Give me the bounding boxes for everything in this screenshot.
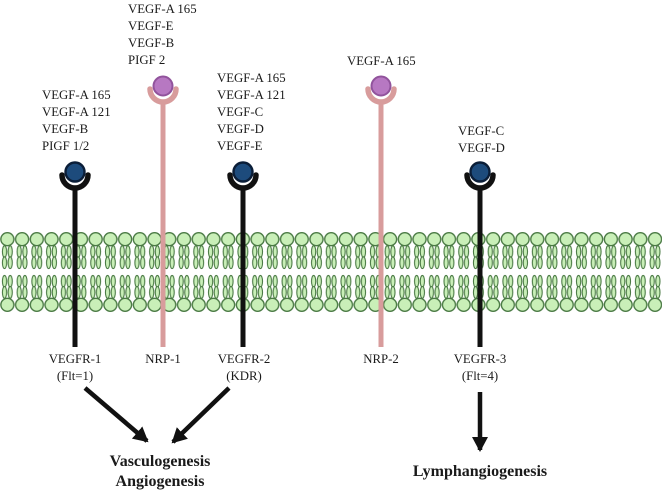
receptor-label-vegfr3: VEGFR-3 (Flt=4) (420, 351, 540, 385)
ligand-list-nrp1: VEGF-A 165 VEGF-E VEGF-B PIGF 2 (128, 1, 197, 69)
ligand-list-nrp2: VEGF-A 165 (347, 53, 416, 70)
ligand-item: PIGF 2 (128, 53, 166, 67)
ligand-item: VEGF-A 165 (217, 71, 286, 85)
ligand-item: VEGF-B (42, 122, 89, 136)
receptor-nrp2 (365, 75, 397, 347)
ligand-ball-icon (370, 75, 392, 97)
ligand-item: VEGF-B (128, 36, 175, 50)
receptor-label-vegfr1: VEGFR-1 (Flt=1) (15, 351, 135, 385)
receptor-cup (147, 86, 179, 105)
receptor-label-nrp1: NRP-1 (103, 351, 223, 368)
receptor-name: VEGFR-1 (48, 352, 102, 366)
ligand-ball-icon (64, 161, 86, 183)
outcome-line: Lymphangiogenesis (412, 463, 548, 480)
outcome-line: Vasculogenesis (109, 453, 211, 470)
outcome-line: Angiogenesis (115, 472, 205, 490)
ligand-item: VEGF-A 165 (128, 2, 197, 16)
ligand-item: VEGF-A 165 (42, 88, 111, 102)
receptor-cup (59, 172, 91, 191)
receptor-cup (464, 172, 496, 191)
receptor-vegfr1 (59, 161, 91, 347)
plasma-membrane (0, 232, 662, 312)
receptor-nrp1 (147, 75, 179, 347)
outcome-lymphangiogenesis: Lymphangiogenesis (360, 462, 600, 482)
receptor-name: VEGFR-2 (217, 352, 271, 366)
ligand-item: VEGF-D (458, 141, 505, 155)
receptor-name: NRP-2 (363, 352, 399, 366)
receptor-vegfr2 (227, 161, 259, 347)
ligand-item: VEGF-A 121 (42, 105, 111, 119)
ligand-item: VEGF-E (128, 19, 174, 33)
receptor-subtitle: (Flt=1) (56, 369, 94, 383)
ligand-item: VEGF-A 165 (347, 54, 416, 68)
ligand-item: VEGF-E (217, 139, 263, 153)
ligand-item: VEGF-C (217, 105, 264, 119)
receptor-label-nrp2: NRP-2 (321, 351, 441, 368)
receptor-subtitle: (Flt=4) (461, 369, 499, 383)
receptor-vegfr3 (464, 161, 496, 347)
ligand-item: VEGF-A 121 (217, 88, 286, 102)
ligand-ball-icon (232, 161, 254, 183)
ligand-list-vegfr2: VEGF-A 165 VEGF-A 121 VEGF-C VEGF-D VEGF… (217, 70, 286, 155)
ligand-ball-icon (152, 75, 174, 97)
receptor-subtitle: (KDR) (226, 369, 262, 383)
ligand-list-vegfr1: VEGF-A 165 VEGF-A 121 VEGF-B PIGF 1/2 (42, 87, 111, 155)
ligand-item: VEGF-C (458, 124, 505, 138)
receptor-label-vegfr2: VEGFR-2 (KDR) (184, 351, 304, 385)
receptor-cup (365, 86, 397, 105)
ligand-list-vegfr3: VEGF-C VEGF-D (458, 123, 505, 157)
receptor-cup (227, 172, 259, 191)
receptor-name: VEGFR-3 (453, 352, 507, 366)
ligand-item: VEGF-D (217, 122, 264, 136)
ligand-item: PIGF 1/2 (42, 139, 90, 153)
receptor-name: NRP-1 (145, 352, 181, 366)
arrow-vegfr1-to-vasculogenesis (83, 386, 149, 443)
outcome-vasculogenesis-angiogenesis: Vasculogenesis Angiogenesis (40, 452, 280, 491)
ligand-ball-icon (469, 161, 491, 183)
arrow-vegfr2-to-vasculogenesis (171, 386, 231, 444)
